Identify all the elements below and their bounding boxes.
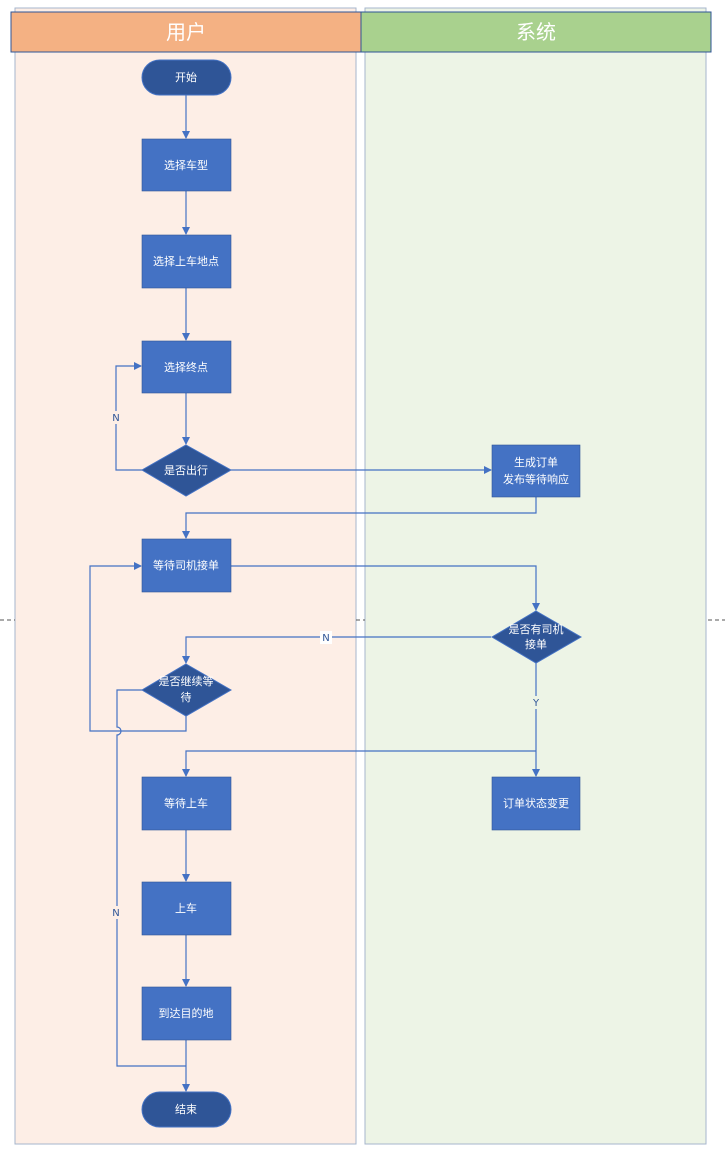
svg-text:是否继续等: 是否继续等 [159,674,214,688]
edge-label-go-no: N [110,411,122,424]
svg-text:等待司机接单: 等待司机接单 [153,558,219,572]
svg-text:开始: 开始 [175,70,197,84]
svg-text:结束: 结束 [175,1103,197,1116]
lane-system-header [360,11,712,53]
edge-label-driver-no: N [320,631,332,644]
svg-text:是否出行: 是否出行 [164,463,208,477]
svg-text:生成订单: 生成订单 [514,455,558,469]
svg-text:N: N [322,633,329,644]
node-wait-board: 等待上车 [141,776,232,831]
lane-user-title: 用户 [166,20,206,44]
svg-text:订单状态变更: 订单状态变更 [503,796,569,810]
node-end: 结束 [141,1091,232,1128]
node-arrive: 到达目的地 [141,986,232,1041]
node-order-status: 订单状态变更 [491,776,581,831]
node-start: 开始 [141,59,232,96]
edge-create-order-to-wait-driver [182,497,537,539]
node-create-order: 生成订单 发布等待响应 [491,444,581,498]
edge-driver-no-to-continue [182,636,491,664]
node-choose-car: 选择车型 [141,138,232,192]
node-continue-decision: 是否继续等 待 [141,663,232,717]
svg-text:选择终点: 选择终点 [164,360,208,374]
edge-label-continue-no: N [110,906,122,919]
node-driver-decision: 是否有司机 接单 [491,610,582,664]
edge-continue-yes-to-wait-driver [89,562,187,732]
edge-driver-yes-to-wait-board [182,750,536,777]
node-wait-driver: 等待司机接单 [141,538,232,593]
svg-text:发布等待响应: 发布等待响应 [503,472,569,486]
lane-system-title: 系统 [516,20,556,44]
svg-text:接单: 接单 [525,638,547,651]
svg-text:上车: 上车 [175,901,197,915]
svg-text:是否有司机: 是否有司机 [509,622,564,636]
svg-text:选择车型: 选择车型 [164,158,208,172]
node-go-decision: 是否出行 [141,444,233,497]
svg-text:等待上车: 等待上车 [164,796,208,810]
node-choose-pickup: 选择上车地点 [141,234,232,289]
svg-text:到达目的地: 到达目的地 [159,1006,214,1020]
node-choose-dest: 选择终点 [141,340,232,394]
svg-text:选择上车地点: 选择上车地点 [153,254,219,268]
node-board: 上车 [141,881,232,936]
svg-text:N: N [112,413,119,424]
svg-text:N: N [112,908,119,919]
svg-text:待: 待 [181,690,192,704]
edge-wait-driver-to-driver-decision [231,565,540,611]
edge-label-driver-yes: Y [530,696,542,709]
lane-user-header [10,11,362,53]
svg-text:Y: Y [532,698,540,709]
edge-continue-no-to-end [116,689,186,1067]
